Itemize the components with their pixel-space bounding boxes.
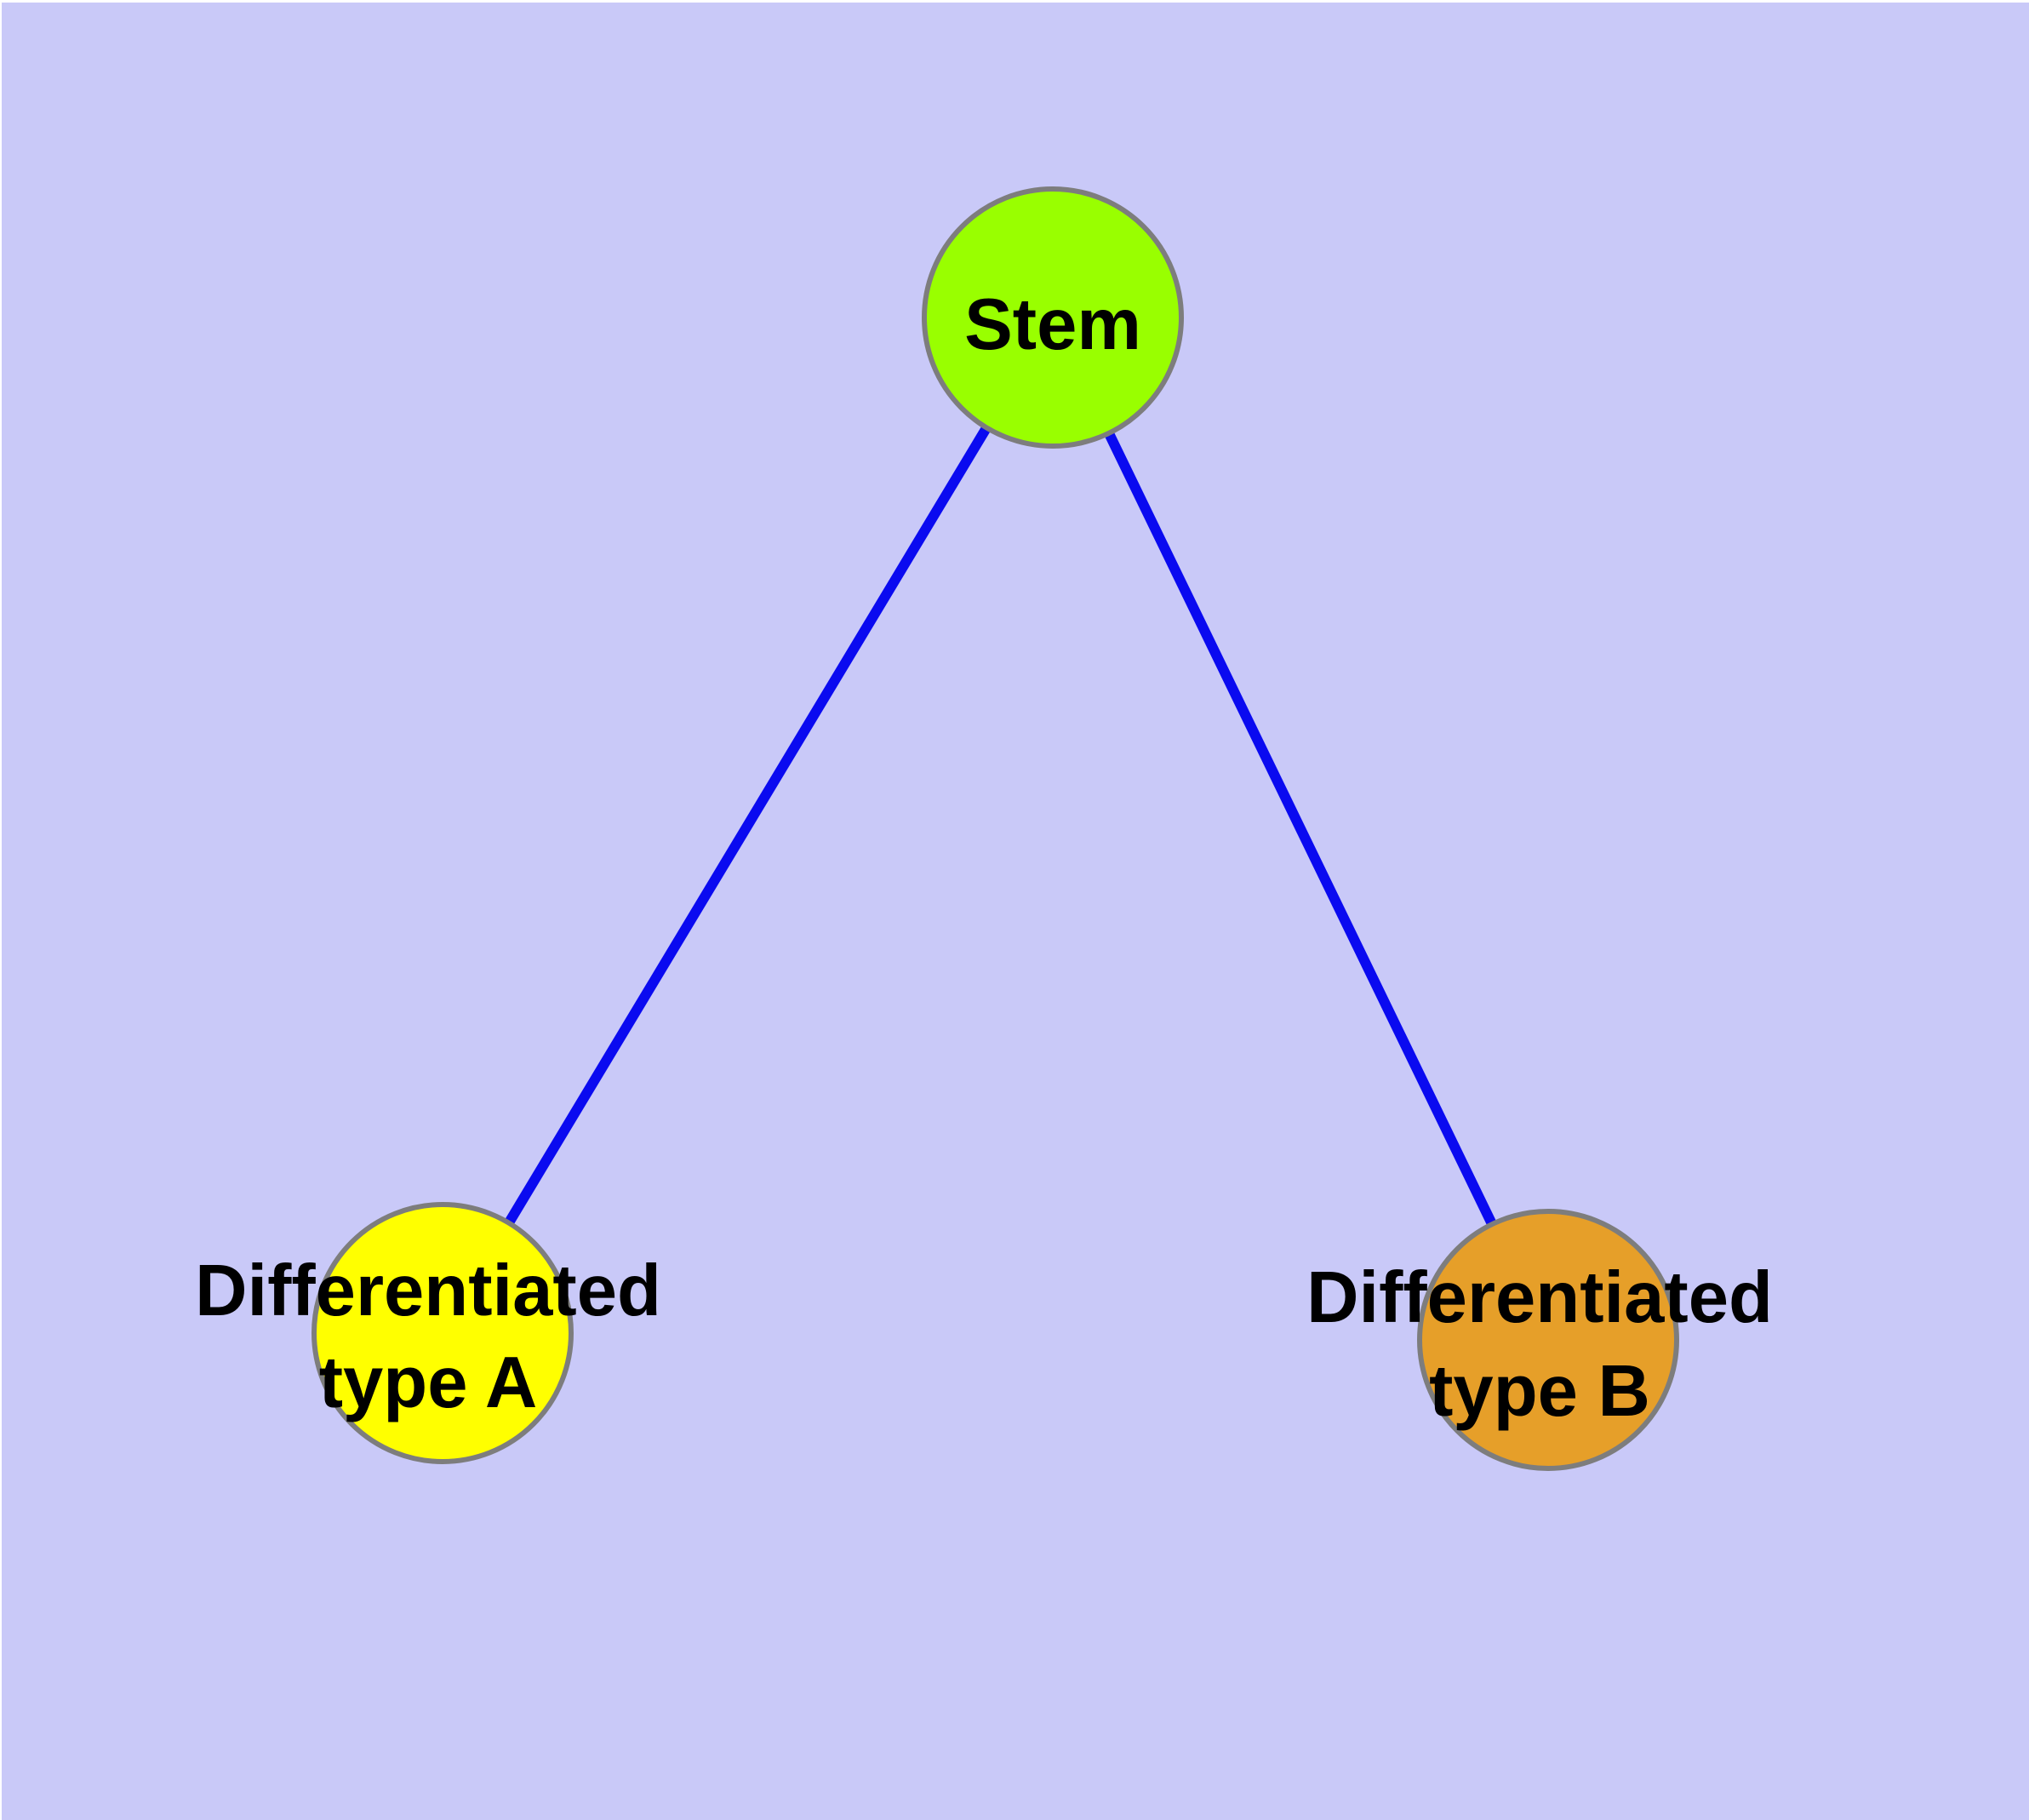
node-type-b-circle — [1417, 1209, 1679, 1471]
label-type-b-line2: type B — [1429, 1351, 1650, 1432]
label-type-a-line2: type A — [319, 1342, 538, 1423]
page-edge-artifact-top — [0, 0, 2029, 3]
page-edge-artifact-left — [0, 0, 2, 1820]
node-stem-circle — [922, 186, 1184, 449]
edge-stem-to-type-a — [437, 314, 1058, 1336]
label-type-a-line1: Differentiated — [195, 1251, 661, 1331]
label-type-b-line1: Differentiated — [1306, 1257, 1773, 1338]
label-stem: Stem — [964, 284, 1141, 365]
node-type-a-circle — [311, 1202, 574, 1464]
edge-stem-to-type-b — [1048, 315, 1553, 1342]
